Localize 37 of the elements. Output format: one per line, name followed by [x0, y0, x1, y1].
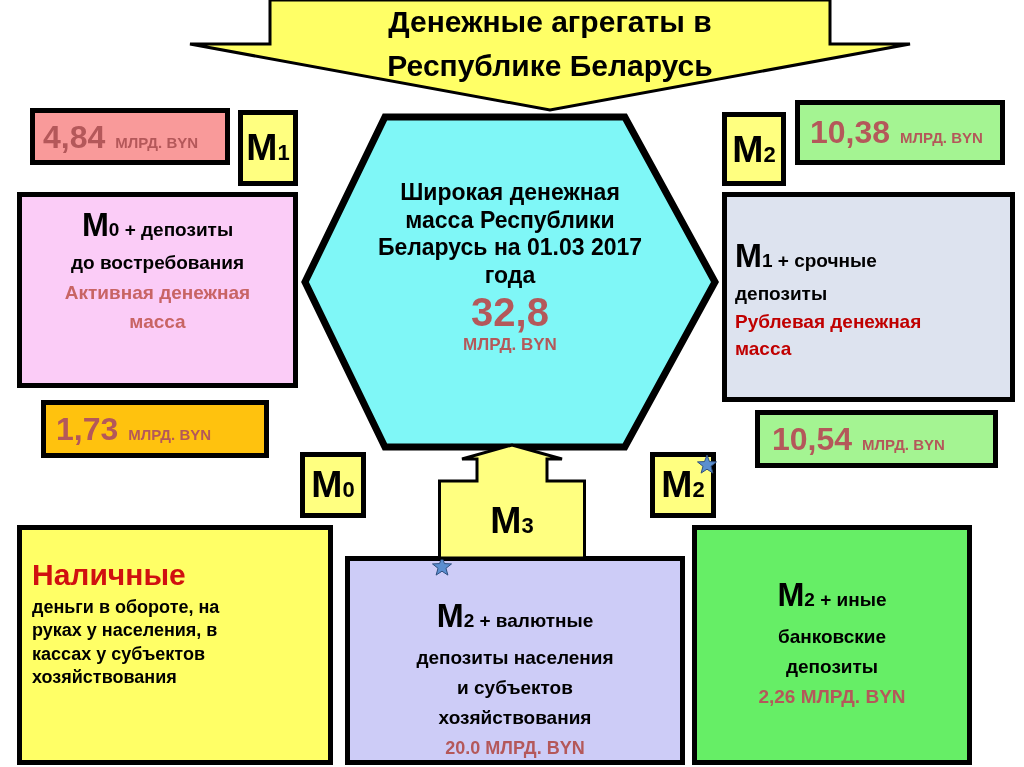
- unit-text: МЛРД. BYN: [862, 436, 945, 454]
- aggregate-text: М0 + депозиты до востребования: [70, 206, 245, 276]
- value-box: [41, 400, 269, 458]
- value-text: 1,73: [56, 410, 119, 449]
- aggregate-box: [722, 112, 786, 186]
- value-box: [30, 108, 230, 165]
- aggregate-subtitle: Рублевая денежная масса: [735, 309, 923, 361]
- title-arrow: [190, 0, 910, 110]
- aggregate-box: [300, 452, 366, 518]
- info-heading: Наличные: [32, 557, 186, 593]
- aggregate-text: М2 + валютные депозиты населения и субъектов хозяйствования: [415, 597, 615, 731]
- aggregate-text: М1 + срочные депозиты: [735, 237, 878, 307]
- value-text: 4,84: [43, 118, 106, 157]
- info-card: [17, 525, 333, 765]
- value-text: 10,38: [810, 113, 891, 152]
- unit-text: МЛРД. BYN: [128, 426, 212, 444]
- aggregate-card: [17, 192, 298, 388]
- aggregate-subtitle: Активная денежная масса: [63, 280, 252, 335]
- value-text: 10,54: [772, 420, 853, 459]
- unit-text: МЛРД. BYN: [900, 129, 983, 147]
- aggregate-label: М2: [732, 127, 776, 172]
- value-text: 20.0 МЛРД. BYN: [445, 736, 585, 760]
- value-box: [755, 410, 998, 468]
- aggregate-label: М2: [661, 462, 705, 507]
- aggregate-card: [345, 556, 685, 765]
- aggregate-box: [238, 110, 298, 186]
- value-text: 2,26 МЛРД. BYN: [758, 685, 906, 710]
- title-text: Денежные агрегаты в Республике Беларусь: [386, 4, 714, 84]
- unit-text: МЛРД. BYN: [115, 134, 199, 152]
- aggregate-label: М0: [311, 462, 355, 507]
- value-box: [795, 100, 1005, 165]
- aggregate-card: [692, 525, 972, 765]
- info-text: деньги в обороте, на руках у населения, в кассах у субъектов хозяйствования: [32, 596, 221, 690]
- aggregate-text: М2 + иные банковские депозиты: [776, 576, 888, 680]
- aggregate-card: [722, 192, 1015, 402]
- aggregate-label: М1: [246, 125, 290, 170]
- aggregate-box: [650, 452, 716, 518]
